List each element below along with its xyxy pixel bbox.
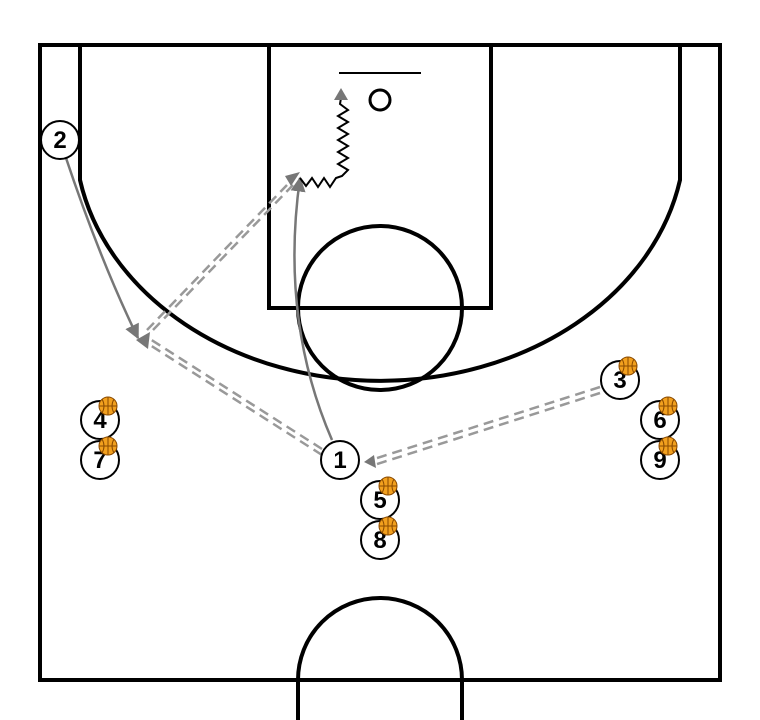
cut-line-player-2 xyxy=(63,154,140,340)
pass-line-3-to-1 xyxy=(373,385,601,467)
three-point-line xyxy=(78,45,682,383)
players: 1 2 3 4 5 6 7 8 9 xyxy=(40,120,680,560)
player-marker xyxy=(320,440,360,480)
player-6: 6 xyxy=(640,396,680,440)
dribble-line-player-1 xyxy=(299,97,350,189)
pass-arrowhead-1-to-2 xyxy=(136,332,150,349)
basketball-icon xyxy=(658,396,678,416)
basketball-icon xyxy=(98,396,118,416)
basketball-icon xyxy=(658,436,678,456)
pass-line-1-to-2 xyxy=(149,337,323,457)
basketball-icon xyxy=(618,356,638,376)
basketball-icon xyxy=(378,516,398,536)
center-circle xyxy=(296,596,464,720)
paint-lane xyxy=(267,43,493,310)
player-4: 4 xyxy=(80,396,120,440)
player-8: 8 xyxy=(360,516,400,560)
rim xyxy=(368,88,392,112)
player-2: 2 xyxy=(40,120,80,160)
basketball-icon xyxy=(378,476,398,496)
court-lines xyxy=(38,43,722,720)
pass-arrowhead-3-to-1 xyxy=(364,455,376,468)
player-label: 2 xyxy=(53,127,66,154)
player-9: 9 xyxy=(640,436,680,480)
cut-line-player-1 xyxy=(290,176,334,441)
player-1: 1 xyxy=(320,440,360,480)
player-5: 5 xyxy=(360,476,400,520)
player-3: 3 xyxy=(600,356,640,400)
action-lines xyxy=(63,88,601,468)
dribble-arrowhead xyxy=(334,88,348,100)
pass-line-2-to-1 xyxy=(146,184,294,331)
player-marker xyxy=(40,120,80,160)
player-label: 1 xyxy=(333,447,346,474)
player-7: 7 xyxy=(80,436,120,480)
pass-arrowhead-2-to-1 xyxy=(285,172,300,186)
basketball-icon xyxy=(98,436,118,456)
